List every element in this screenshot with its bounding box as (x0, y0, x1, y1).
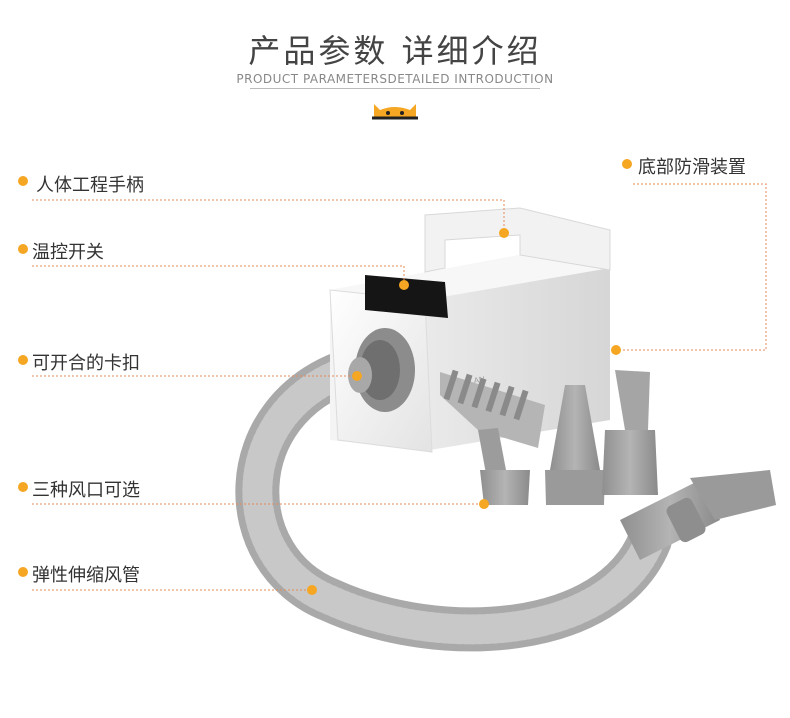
feature-temp-switch: 温控开关 (32, 242, 104, 263)
hose-bullet (18, 567, 28, 577)
nozzles-bullet (18, 482, 28, 492)
feature-hose: 弹性伸缩风管 (32, 565, 140, 586)
title-divider (250, 88, 540, 89)
clip-bullet (18, 355, 28, 365)
cat-face-icon (372, 104, 418, 120)
page-title: 产品参数 详细介绍 (248, 32, 542, 70)
feature-base: 底部防滑装置 (638, 157, 746, 178)
handle-bullet (18, 176, 28, 186)
feature-nozzles: 三种风口可选 (32, 480, 140, 501)
feature-clip: 可开合的卡扣 (32, 353, 140, 374)
temp-switch-bullet (18, 244, 28, 254)
feature-handle: 人体工程手柄 (36, 175, 144, 196)
page-subtitle: PRODUCT PARAMETERSDETAILED INTRODUCTION (236, 72, 554, 86)
base-bullet (622, 159, 632, 169)
